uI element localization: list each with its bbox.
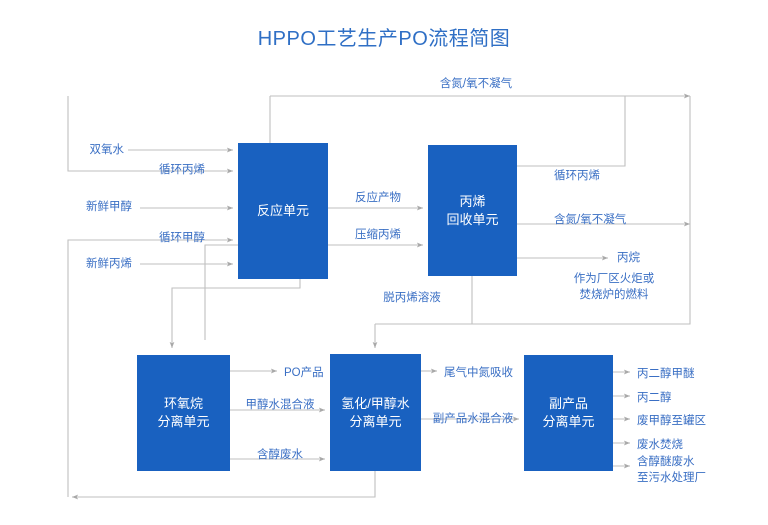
unit-box-label: 环氧烷 分离单元 bbox=[157, 396, 210, 429]
page-title: HPPO工艺生产PO流程简图 bbox=[257, 28, 511, 50]
connector-bottom-return bbox=[71, 471, 376, 500]
flow-label-tailgas_n2_absorb: 尾气中氮吸收 bbox=[444, 367, 513, 379]
flow-label-compressed_propylene: 压缩丙烯 bbox=[355, 229, 401, 241]
unit-box-reaction[interactable]: 反应单元 bbox=[238, 143, 328, 279]
flow-label-propylene_glycol: 丙二醇 bbox=[637, 392, 672, 404]
flow-label-depropylene_solution: 脱丙烯溶液 bbox=[383, 292, 441, 304]
connector-recycle-methanol-to-reactor bbox=[67, 237, 234, 497]
flow-label-reaction_product: 反应产物 bbox=[355, 192, 401, 204]
flow-label-po_product: PO产品 bbox=[284, 367, 324, 379]
connector-recycle-propylene-to-reactor bbox=[67, 96, 234, 174]
flow-label-waste_methanol_tank: 废甲醇至罐区 bbox=[637, 415, 706, 427]
flow-label-propane_out: 丙烷 bbox=[617, 252, 640, 264]
flow-label-fresh_propylene_in: 新鲜丙烯 bbox=[86, 258, 132, 270]
flow-label-alcohol_wastewater: 含醇废水 bbox=[257, 449, 303, 461]
flow-label-methanol_water_mix: 甲醇水混合液 bbox=[245, 399, 315, 411]
unit-box-byproduct_sep[interactable]: 副产品 分离单元 bbox=[524, 355, 613, 471]
unit-box-label: 副产品 分离单元 bbox=[542, 396, 595, 429]
flow-label-h2o2_in: 双氧水 bbox=[89, 144, 125, 156]
flow-label-byproduct_water_mix: 副产品水混合液 bbox=[432, 413, 514, 425]
flow-label-propane_note: 作为厂区火炬或 焚烧炉的燃料 bbox=[573, 273, 655, 301]
flow-label-noncondensable_top: 含氮/氧不凝气 bbox=[439, 78, 513, 90]
unit-box-hydro_meoh_sep[interactable]: 氢化/甲醇水 分离单元 bbox=[330, 354, 421, 471]
flow-label-pm_glycol_ether: 丙二醇甲醚 bbox=[637, 368, 695, 380]
flow-label-recycle_propylene_in: 循环丙烯 bbox=[159, 164, 205, 176]
flow-label-wastewater_incin: 废水焚烧 bbox=[637, 439, 683, 451]
unit-box-po_sep[interactable]: 环氧烷 分离单元 bbox=[137, 355, 230, 471]
unit-box-label: 反应单元 bbox=[256, 203, 309, 219]
connector-compressed-propylene bbox=[204, 242, 424, 340]
connector-depropylene-to-po-sep bbox=[169, 279, 301, 349]
flow-label-recycle_propylene_out: 循环丙烯 bbox=[554, 170, 600, 182]
connector-recycle-propylene-out bbox=[517, 96, 626, 167]
flow-label-ether_wastewater: 含醇醚废水 至污水处理厂 bbox=[637, 456, 706, 484]
flow-label-fresh_methanol_in: 新鲜甲醇 bbox=[86, 201, 132, 213]
unit-box-label: 氢化/甲醇水 分离单元 bbox=[341, 395, 410, 429]
flow-label-recycle_methanol_in: 循环甲醇 bbox=[159, 232, 205, 244]
unit-box-label: 丙烯 回收单元 bbox=[446, 193, 499, 227]
connector-right-return-down bbox=[375, 96, 691, 325]
unit-box-propylene_rec[interactable]: 丙烯 回收单元 bbox=[428, 145, 517, 276]
flow-label-noncondensable_right: 含氮/氧不凝气 bbox=[554, 214, 627, 226]
